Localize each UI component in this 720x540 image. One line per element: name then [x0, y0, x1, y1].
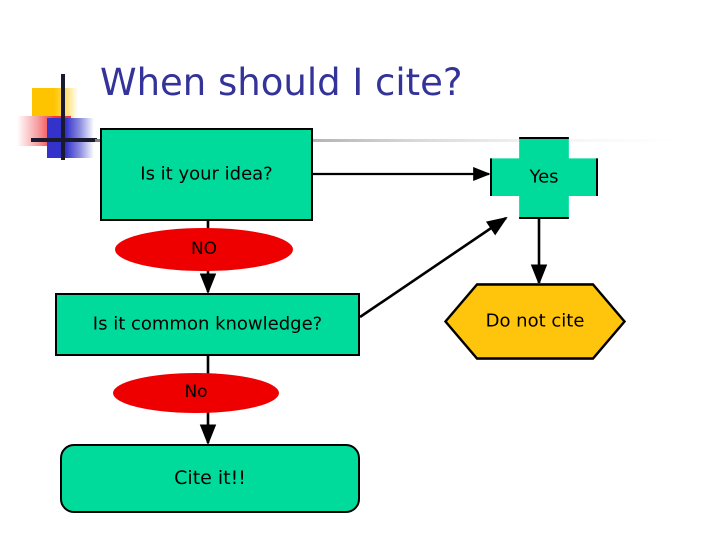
node-label: NO [190, 238, 218, 259]
node-label: Cite it!! [174, 466, 246, 489]
node-no-lower[interactable]: No [113, 373, 279, 413]
node-label: No [184, 382, 208, 403]
logo-vertical-line [61, 74, 65, 160]
node-cite-it[interactable]: Cite it!! [60, 444, 360, 513]
node-no-upper[interactable]: NO [115, 228, 293, 271]
node-is-it-common-knowledge[interactable]: Is it common knowledge? [55, 293, 360, 356]
node-is-it-your-idea[interactable]: Is it your idea? [100, 128, 313, 221]
node-label: Is it your idea? [140, 163, 273, 185]
page-title: When should I cite? [100, 61, 463, 104]
node-label: Yes [529, 166, 559, 188]
node-yes[interactable]: Yes [490, 137, 598, 219]
node-label: Do not cite [485, 310, 585, 332]
node-label: Is it common knowledge? [92, 313, 323, 335]
node-do-not-cite[interactable]: Do not cite [444, 283, 626, 360]
title-divider [95, 139, 675, 142]
logo-horizontal-line [31, 138, 97, 142]
